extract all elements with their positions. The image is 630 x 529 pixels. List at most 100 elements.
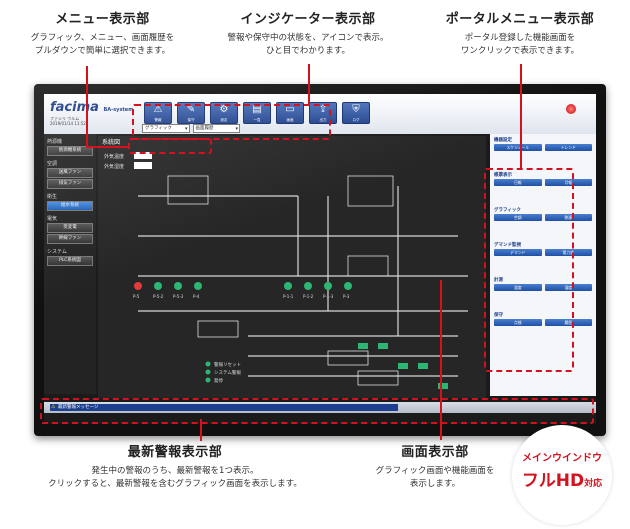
indicator-label: 一覧: [253, 118, 261, 122]
indicator-3-icon[interactable]: ▤一覧: [243, 102, 271, 124]
user-line1: ファシリ ウルム: [50, 116, 80, 121]
left-menu-item[interactable]: 送風ファン: [47, 168, 93, 178]
portal-row: スケジュールトレンド: [494, 144, 592, 151]
callout-menu: メニュー表示部 グラフィック、メニュー、画面履歴を プルダウンで簡単に選択できま…: [10, 8, 195, 58]
portal-row: 温度湿度: [494, 284, 592, 291]
portal-button[interactable]: 点検: [494, 319, 542, 326]
pump-icon[interactable]: [174, 282, 182, 290]
pump-label: P-1-1: [283, 294, 294, 299]
portal-button[interactable]: 履歴: [544, 319, 592, 326]
portal-row: 点検履歴: [494, 319, 592, 326]
callout-indicator-desc1: 警報や保守中の状態を、アイコンで表示。: [227, 33, 389, 43]
callout-alarm-desc2: クリックすると、最新警報を含むグラフィック画面を表示します。: [48, 479, 302, 489]
pump-icon[interactable]: [154, 282, 162, 290]
callout-indicator: インジケーター表示部 警報や保守中の状態を、アイコンで表示。 ひと目でわかります…: [208, 8, 408, 58]
leader-menu-h: [86, 146, 130, 148]
latest-alarm-message[interactable]: 最新警報メッセージ: [50, 404, 398, 411]
pump-icon[interactable]: [194, 282, 202, 290]
valve-icon[interactable]: [438, 383, 448, 389]
portal-button[interactable]: デマンド: [494, 249, 542, 256]
callout-portal: ポータルメニュー表示部 ポータル登録した機能画面を ワンクリックで表示できます。: [420, 8, 620, 58]
app-header: facima BA-system ファシリ ウルム 2019/01/14 11:…: [44, 94, 596, 134]
left-menu-group: 熱源機: [47, 139, 63, 145]
indicator-1-icon[interactable]: ✎保守: [177, 102, 205, 124]
logo-text: facima: [50, 100, 99, 115]
portal-group: 計測: [494, 278, 503, 283]
temp-label: 外気温度: [104, 153, 124, 160]
portal-button[interactable]: 湿度: [544, 284, 592, 291]
highlight-indicator: [132, 104, 331, 140]
leader-screen: [440, 280, 442, 440]
left-menu-item[interactable]: PLC系統図: [47, 256, 93, 266]
portal-group: 帳票表示: [494, 173, 512, 178]
indicator-bar: ⚠警報✎保守⚙設定▤一覧▭画面⇪出力⛨ログ: [144, 102, 370, 124]
portal-button[interactable]: 熱源: [544, 214, 592, 221]
left-menu-item[interactable]: 熱源機系統: [47, 146, 93, 156]
legend-label: 発停: [214, 377, 223, 384]
graphic-select[interactable]: グラフィック: [142, 124, 190, 133]
menu-selects: グラフィック 画面履歴: [142, 124, 240, 133]
pump-icon[interactable]: [304, 282, 312, 290]
indicator-glyph: ⇪: [318, 104, 328, 115]
leader-alarm: [200, 419, 202, 441]
indicator-6-icon[interactable]: ⛨ログ: [342, 102, 370, 124]
left-menu-item[interactable]: 給水系統: [47, 201, 93, 211]
portal-button[interactable]: 空調: [494, 214, 542, 221]
callout-menu-desc2: プルダウンで簡単に選択できます。: [34, 46, 171, 56]
badge-fullhd: フルHD: [521, 471, 585, 491]
callout-indicator-title: インジケーター表示部: [240, 12, 376, 27]
alarm-lamp-icon[interactable]: [566, 104, 576, 114]
portal-button[interactable]: 日報: [494, 179, 542, 186]
app-logo: facima BA-system: [50, 100, 133, 115]
portal-group: 機器設定: [494, 138, 512, 143]
leader-menu: [86, 66, 88, 148]
pump-icon[interactable]: [134, 282, 142, 290]
left-menu-item[interactable]: 幹線ファン: [47, 234, 93, 244]
indicator-glyph: ▭: [285, 104, 295, 115]
valve-icon[interactable]: [358, 343, 368, 349]
valve-icon[interactable]: [378, 343, 388, 349]
history-select[interactable]: 画面履歴: [192, 124, 240, 133]
callout-indicator-desc2: ひと目でわかります。: [266, 46, 350, 56]
pump-icon[interactable]: [324, 282, 332, 290]
equipment-box: [197, 320, 239, 338]
valve-icon[interactable]: [398, 363, 408, 369]
indicator-label: ログ: [352, 118, 360, 122]
pump-label: P-5-3: [173, 294, 184, 299]
pump-icon[interactable]: [344, 282, 352, 290]
left-menu-group: システム: [47, 249, 67, 255]
left-menu-item[interactable]: 排気ファン: [47, 179, 93, 189]
portal-row: 日報月報: [494, 179, 592, 186]
logo-sub: BA-system: [103, 107, 134, 113]
left-menu-group: 衛生: [47, 194, 58, 200]
portal-group: グラフィック: [494, 208, 521, 213]
temp-label: 外気湿度: [104, 163, 124, 170]
badge-line2: フルHD対応: [512, 466, 612, 491]
leader-portal: [520, 64, 522, 170]
temp-value-box: [134, 152, 152, 159]
portal-button[interactable]: スケジュール: [494, 144, 542, 151]
valve-icon[interactable]: [418, 363, 428, 369]
portal-button[interactable]: 温度: [494, 284, 542, 291]
left-menu-panel: 熱源機熱源機系統空調送風ファン排気ファン衛生給水系統電気受変電幹線ファンシステム…: [44, 134, 96, 394]
indicator-label: 保守: [187, 118, 195, 122]
pump-icon[interactable]: [284, 282, 292, 290]
portal-button[interactable]: トレンド: [544, 144, 592, 151]
equipment-box: [327, 350, 369, 366]
fullhd-badge: メインウインドウ フルHD対応: [512, 425, 612, 525]
indicator-0-icon[interactable]: ⚠警報: [144, 102, 172, 124]
indicator-4-icon[interactable]: ▭画面: [276, 102, 304, 124]
portal-button[interactable]: 電力量: [544, 249, 592, 256]
user-line2: 2019/01/14 11:52: [50, 121, 86, 126]
left-menu-group: 電気: [47, 216, 58, 222]
callout-menu-title: メニュー表示部: [55, 12, 150, 27]
callout-alarm-desc1: 発生中の警報のうち、最新警報を1つ表示。: [91, 466, 259, 476]
portal-button[interactable]: 月報: [544, 179, 592, 186]
pump-label: P-4: [193, 294, 200, 299]
indicator-glyph: ⚙: [219, 104, 229, 115]
callout-screen: 画面表示部 グラフィック画面や機能画面を 表示します。: [350, 441, 520, 491]
indicator-label: 設定: [220, 118, 228, 122]
left-menu-item[interactable]: 受変電: [47, 223, 93, 233]
